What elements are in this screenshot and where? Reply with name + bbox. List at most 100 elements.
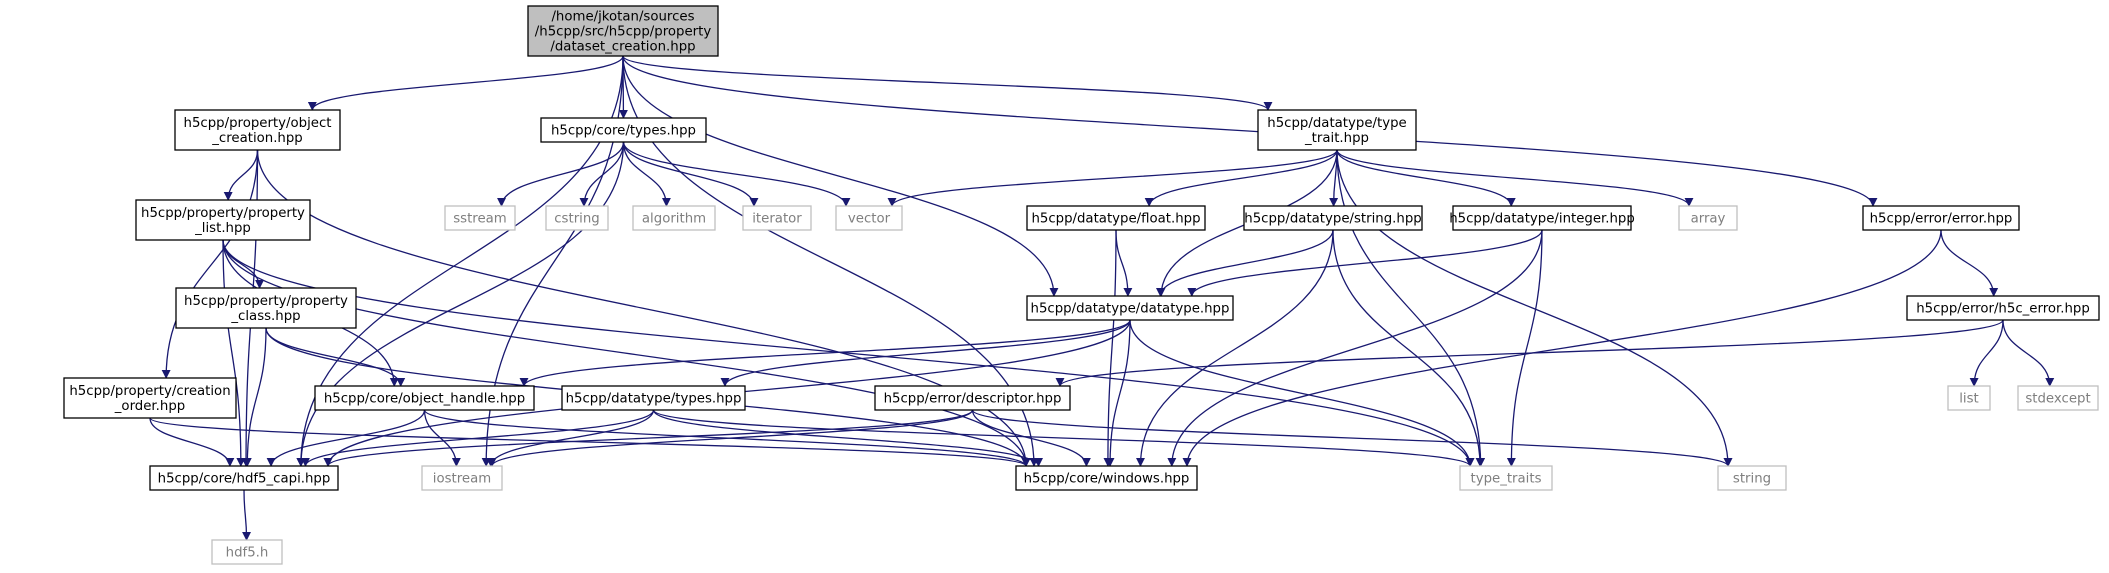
edge-dt_string-to-datatype (1155, 229, 1334, 297)
node-integer[interactable]: h5cpp/datatype/integer.hpp (1449, 205, 1635, 231)
node-label-line: h5cpp/datatype/float.hpp (1031, 212, 1200, 227)
node-box (211, 539, 283, 565)
node-hdf5-h: hdf5.h (211, 539, 283, 565)
node-algorithm: algorithm (632, 205, 716, 231)
edge-core_types-to-cstring (579, 141, 625, 207)
node-cstring: cstring (545, 205, 609, 231)
node-label-line: array (1691, 212, 1726, 227)
node-box (444, 205, 516, 231)
node-box (63, 377, 237, 419)
edge-datatype-to-type_traits (1129, 319, 1475, 467)
edge-integer-to-type_traits (1506, 229, 1543, 467)
node-label-line: algorithm (642, 212, 706, 227)
node-stdexcept: stdexcept (2017, 385, 2099, 411)
edge-core_types-to-vector (622, 141, 851, 207)
node-property-class[interactable]: h5cpp/property/property_class.hpp (175, 287, 357, 329)
node-label-line: cstring (554, 212, 599, 227)
edge-dt_types-to-hdf5_capi (300, 409, 655, 467)
edge-descriptor-to-windows (971, 409, 1091, 467)
node-sstream: sstream (444, 205, 516, 231)
node-box (1452, 205, 1632, 231)
node-root[interactable]: /home/jkotan/sources/h5cpp/src/h5cpp/pro… (527, 5, 719, 57)
node-box (527, 5, 719, 57)
node-box (742, 205, 812, 231)
node-object-creation[interactable]: h5cpp/property/object_creation.hpp (174, 109, 341, 151)
edge-h5c_error-to-list (1969, 319, 2004, 387)
edge-core_types-to-sstream (497, 141, 625, 207)
node-label-line: list (1959, 392, 1979, 407)
edge-property_list-to-windows (222, 239, 1031, 467)
edge-root-to-error (622, 55, 1878, 207)
node-box (835, 205, 903, 231)
edge-float-to-datatype (1115, 229, 1133, 297)
node-label-line: h5cpp/datatype/integer.hpp (1449, 212, 1635, 227)
node-label-line: stdexcept (2025, 392, 2090, 407)
node-label-line: h5cpp/datatype/datatype.hpp (1031, 302, 1230, 317)
node-label-line: sstream (453, 212, 507, 227)
node-label-line: h5cpp/error/descriptor.hpp (884, 392, 1062, 407)
node-label-line: hdf5.h (226, 546, 269, 561)
edge-dt_types-to-windows (652, 409, 1043, 467)
node-h5c-error[interactable]: h5cpp/error/h5c_error.hpp (1906, 295, 2100, 321)
node-box (149, 465, 339, 491)
edge-type_trait-to-vector (887, 149, 1338, 207)
node-windows[interactable]: h5cpp/core/windows.hpp (1015, 465, 1198, 491)
node-box (1026, 295, 1234, 321)
edge-hdf5_capi-to-hdf5_h (241, 489, 252, 541)
node-box (874, 385, 1071, 411)
node-float[interactable]: h5cpp/datatype/float.hpp (1026, 205, 1206, 231)
edge-object_creation-to-property_list (223, 149, 259, 201)
edge-dt_types-to-type_traits (652, 409, 1475, 467)
node-box (1015, 465, 1198, 491)
node-datatype[interactable]: h5cpp/datatype/datatype.hpp (1026, 295, 1234, 321)
node-box (421, 465, 503, 491)
node-dt-types[interactable]: h5cpp/datatype/types.hpp (561, 385, 746, 411)
node-label-line: string (1733, 472, 1771, 487)
edge-type_trait-to-integer (1336, 149, 1516, 207)
edge-property_list-to-type_traits (222, 239, 1475, 467)
node-label-line: iterator (752, 212, 802, 227)
node-type-traits: type_traits (1459, 465, 1553, 491)
node-box (1906, 295, 2100, 321)
edge-core_types-to-algorithm (622, 141, 671, 207)
node-label-line: _list.hpp (194, 221, 251, 236)
edge-type_trait-to-type_traits (1336, 149, 1486, 467)
node-label-line: h5cpp/property/property (141, 206, 305, 221)
node-box (174, 109, 341, 151)
node-vector: vector (835, 205, 903, 231)
edge-datatype-to-object_handle (519, 319, 1131, 387)
edge-float-to-windows (1103, 229, 1117, 467)
node-list: list (1947, 385, 1991, 411)
edge-error-to-windows (1182, 229, 1942, 467)
edge-property_class-to-hdf5_capi (242, 327, 267, 467)
edge-descriptor-to-iostream (487, 409, 974, 467)
node-error[interactable]: h5cpp/error/error.hpp (1862, 205, 2020, 231)
node-box (1459, 465, 1553, 491)
node-type-trait[interactable]: h5cpp/datatype/type_trait.hpp (1257, 109, 1417, 151)
edge-type_trait-to-float (1144, 149, 1338, 207)
edge-root-to-object_creation (307, 55, 624, 111)
node-dt-string[interactable]: h5cpp/datatype/string.hpp (1243, 205, 1423, 231)
node-string: string (1717, 465, 1787, 491)
edge-object_creation-to-creation_order (161, 149, 259, 379)
node-label-line: _trait.hpp (1304, 131, 1369, 146)
node-property-list[interactable]: h5cpp/property/property_list.hpp (135, 199, 311, 241)
node-creation-order[interactable]: h5cpp/property/creation_order.hpp (63, 377, 237, 419)
node-box (314, 385, 535, 411)
node-label-line: h5cpp/core/hdf5_capi.hpp (158, 472, 331, 487)
edge-creation_order-to-windows (149, 417, 1031, 467)
node-hdf5-capi[interactable]: h5cpp/core/hdf5_capi.hpp (149, 465, 339, 491)
node-descriptor[interactable]: h5cpp/error/descriptor.hpp (874, 385, 1071, 411)
node-box (175, 287, 357, 329)
node-label-line: type_traits (1470, 472, 1541, 487)
node-core-types[interactable]: h5cpp/core/types.hpp (540, 117, 707, 143)
node-object-handle[interactable]: h5cpp/core/object_handle.hpp (314, 385, 535, 411)
node-label-line: h5cpp/datatype/types.hpp (566, 392, 742, 407)
edge-datatype-to-dt_types (720, 319, 1131, 387)
edge-dt_string-to-type_traits (1332, 229, 1485, 467)
edge-property_class-to-object_handle (265, 327, 406, 387)
edge-root-to-type_trait (622, 55, 1273, 111)
node-iterator: iterator (742, 205, 812, 231)
edge-property_list-to-hdf5_capi (222, 239, 246, 467)
node-box (1678, 205, 1738, 231)
